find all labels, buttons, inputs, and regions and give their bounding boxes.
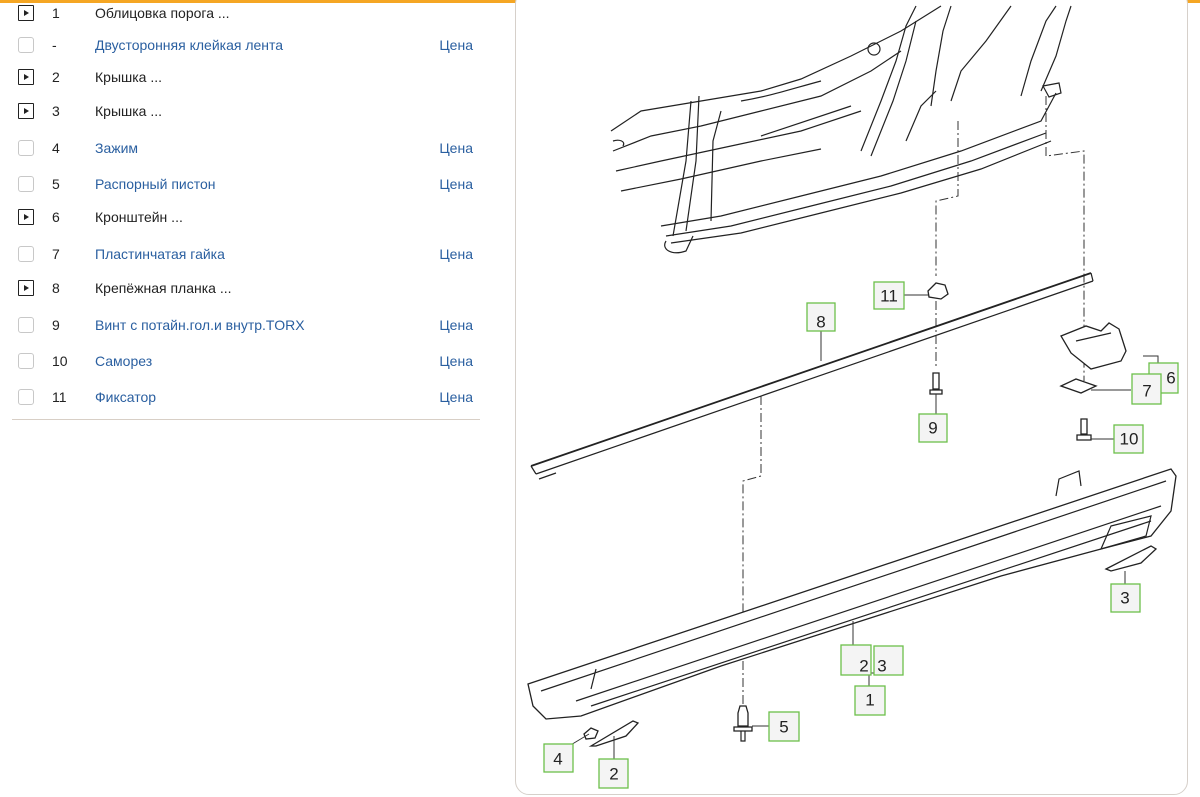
callout-5[interactable]: 5 bbox=[768, 711, 800, 742]
callout-2-left[interactable]: 2 bbox=[598, 758, 629, 789]
expand-toggle-icon[interactable] bbox=[18, 209, 34, 225]
callout-3-right[interactable]: 3 bbox=[1110, 583, 1141, 613]
parts-list-row: 3 Крышка ... bbox=[12, 98, 480, 133]
part-11-fixer bbox=[927, 282, 949, 300]
price-link[interactable]: Цена bbox=[439, 37, 473, 53]
part-2-cover bbox=[588, 720, 640, 747]
part-3-cover bbox=[1104, 545, 1158, 572]
svg-text:6: 6 bbox=[1166, 369, 1175, 388]
part-number: 3 bbox=[52, 103, 60, 119]
callout-2-center[interactable]: 2 bbox=[840, 644, 872, 676]
part-number: 8 bbox=[52, 280, 60, 296]
svg-text:3: 3 bbox=[1120, 589, 1129, 608]
price-link[interactable]: Цена bbox=[439, 246, 473, 262]
parts-diagram-panel[interactable]: 11 8 9 6 7 10 3 2 3 1 5 4 2 bbox=[515, 0, 1188, 795]
select-checkbox[interactable] bbox=[18, 176, 34, 192]
price-link[interactable]: Цена bbox=[439, 176, 473, 192]
part-10-screw bbox=[1076, 418, 1092, 441]
part-name-link[interactable]: Зажим bbox=[95, 140, 139, 156]
part-name-link[interactable]: Фиксатор bbox=[95, 389, 157, 405]
parts-list-row: 6 Кронштейн ... bbox=[12, 204, 480, 239]
callout-7[interactable]: 7 bbox=[1131, 373, 1162, 405]
part-6-bracket bbox=[1060, 322, 1127, 370]
exploded-parts-diagram[interactable]: 11 8 9 6 7 10 3 2 3 1 5 4 2 bbox=[515, 1, 1188, 795]
part-number: 2 bbox=[52, 69, 60, 85]
callout-3-center[interactable]: 3 bbox=[873, 645, 904, 676]
svg-text:8: 8 bbox=[816, 313, 825, 332]
part-group-name: Крышка ... bbox=[95, 69, 163, 85]
callout-9[interactable]: 9 bbox=[918, 413, 948, 443]
part-number: 9 bbox=[52, 317, 60, 333]
part-9-screw bbox=[929, 372, 943, 395]
part-group-name: Облицовка порога ... bbox=[95, 5, 230, 21]
expand-toggle-icon[interactable] bbox=[18, 103, 34, 119]
part-number: 11 bbox=[52, 389, 67, 405]
part-1-sill-cover bbox=[527, 468, 1177, 720]
part-name-link[interactable]: Двусторонняя клейкая лента bbox=[95, 37, 284, 53]
expand-toggle-icon[interactable] bbox=[18, 5, 34, 21]
svg-text:2: 2 bbox=[859, 657, 868, 676]
price-link[interactable]: Цена bbox=[439, 140, 473, 156]
callout-11[interactable]: 11 bbox=[873, 281, 905, 310]
callout-10[interactable]: 10 bbox=[1113, 424, 1144, 454]
select-checkbox[interactable] bbox=[18, 389, 34, 405]
car-body-sill-drawing bbox=[610, 5, 1072, 254]
part-number: 10 bbox=[52, 353, 68, 369]
svg-text:1: 1 bbox=[865, 691, 874, 710]
select-checkbox[interactable] bbox=[18, 140, 34, 156]
svg-text:5: 5 bbox=[779, 718, 788, 737]
svg-text:10: 10 bbox=[1120, 430, 1139, 449]
parts-list-row: 2 Крышка ... bbox=[12, 64, 480, 99]
assembly-guide-lines bbox=[742, 96, 1085, 706]
part-8-mounting-strip bbox=[530, 272, 1094, 480]
expand-toggle-icon[interactable] bbox=[18, 69, 34, 85]
parts-list-row: 1 Облицовка порога ... bbox=[12, 0, 480, 35]
select-checkbox[interactable] bbox=[18, 37, 34, 53]
list-divider bbox=[12, 419, 480, 420]
svg-text:3: 3 bbox=[877, 657, 886, 676]
parts-list-row: - Двусторонняя клейкая лента Цена bbox=[12, 29, 480, 64]
price-link[interactable]: Цена bbox=[439, 317, 473, 333]
svg-text:4: 4 bbox=[553, 750, 562, 769]
parts-list-row: 8 Крепёжная планка ... bbox=[12, 275, 480, 310]
svg-text:2: 2 bbox=[609, 765, 618, 784]
expand-toggle-icon[interactable] bbox=[18, 280, 34, 296]
price-link[interactable]: Цена bbox=[439, 353, 473, 369]
part-4-clip bbox=[583, 727, 599, 740]
parts-list-row: 11 Фиксатор Цена bbox=[12, 381, 480, 416]
select-checkbox[interactable] bbox=[18, 246, 34, 262]
part-group-name: Кронштейн ... bbox=[95, 209, 183, 225]
part-number: 4 bbox=[52, 140, 60, 156]
part-7-plate-nut bbox=[1059, 378, 1098, 394]
part-name-link[interactable]: Саморез bbox=[95, 353, 153, 369]
part-number: 1 bbox=[52, 5, 60, 21]
part-group-name: Крышка ... bbox=[95, 103, 163, 119]
part-name-link[interactable]: Распорный пистон bbox=[95, 176, 216, 192]
parts-list-row: 7 Пластинчатая гайка Цена bbox=[12, 238, 480, 273]
part-number: 7 bbox=[52, 246, 60, 262]
price-link[interactable]: Цена bbox=[439, 389, 473, 405]
parts-list-row: 10 Саморез Цена bbox=[12, 345, 480, 380]
svg-text:9: 9 bbox=[928, 419, 937, 438]
part-name-link[interactable]: Пластинчатая гайка bbox=[95, 246, 225, 262]
select-checkbox[interactable] bbox=[18, 353, 34, 369]
part-group-name: Крепёжная планка ... bbox=[95, 280, 232, 296]
parts-list-row: 4 Зажим Цена bbox=[12, 132, 480, 167]
svg-text:7: 7 bbox=[1142, 382, 1151, 401]
callout-8[interactable]: 8 bbox=[806, 302, 836, 332]
part-number: 6 bbox=[52, 209, 60, 225]
parts-list-row: 9 Винт с потайн.гол.и внутр.TORX Цена bbox=[12, 309, 480, 344]
callout-4[interactable]: 4 bbox=[543, 743, 574, 773]
part-name-link[interactable]: Винт с потайн.гол.и внутр.TORX bbox=[95, 317, 305, 333]
part-number: 5 bbox=[52, 176, 60, 192]
part-number: - bbox=[52, 37, 57, 53]
parts-list-row: 5 Распорный пистон Цена bbox=[12, 168, 480, 203]
callout-1[interactable]: 1 bbox=[854, 685, 886, 716]
select-checkbox[interactable] bbox=[18, 317, 34, 333]
svg-text:11: 11 bbox=[880, 287, 898, 306]
part-5-piston bbox=[733, 705, 753, 742]
